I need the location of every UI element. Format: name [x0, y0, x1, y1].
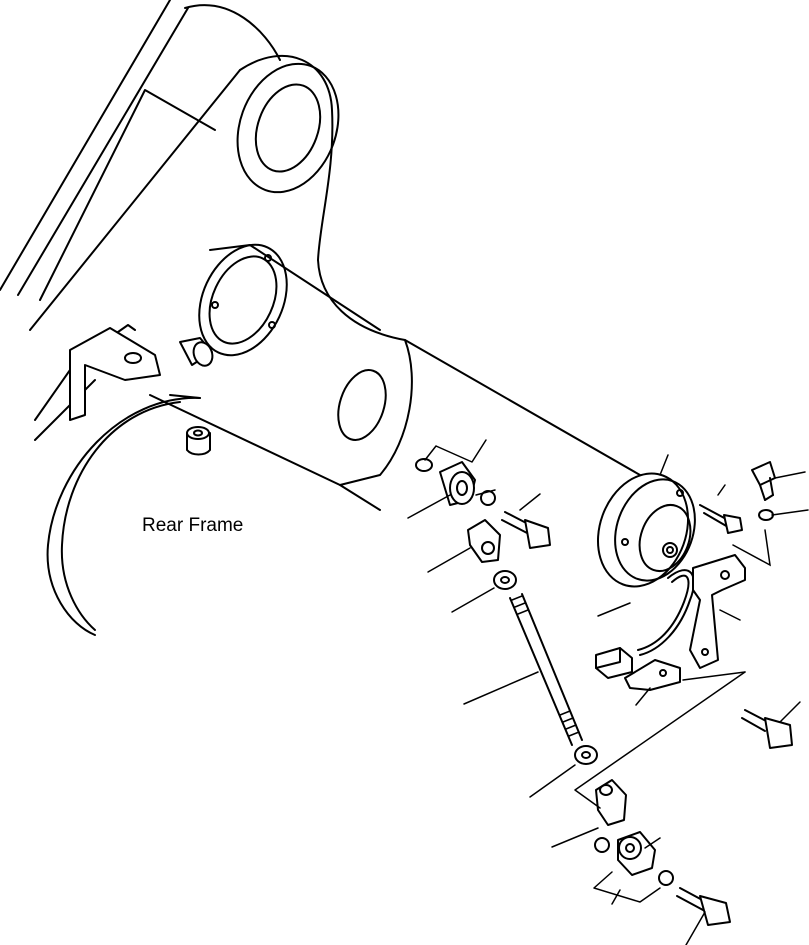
bolt-sensor-mount	[699, 504, 743, 534]
bolt-upper-right	[751, 461, 776, 501]
washer-lower-left	[594, 837, 610, 853]
rear-frame-outline	[0, 0, 641, 511]
bushing-center	[439, 461, 476, 506]
pin-flange-plate	[198, 243, 288, 357]
leader-lines	[407, 439, 809, 945]
sensor-bracket	[689, 554, 746, 669]
washer-lower-right	[658, 870, 674, 886]
threaded-rod	[509, 593, 583, 746]
mounting-bracket-left	[69, 324, 161, 421]
stopper-pin	[179, 337, 214, 367]
sensor-cable	[637, 569, 695, 656]
washer-center	[480, 490, 496, 506]
nut-lower	[574, 745, 598, 765]
rear-frame-label: Rear Frame	[142, 515, 243, 536]
washer-top	[415, 458, 433, 472]
nut-upper	[493, 570, 517, 590]
small-bushing	[186, 426, 211, 456]
bushing-lower	[617, 831, 656, 876]
upper-pivot-boss	[236, 62, 340, 194]
cable-connector	[595, 647, 633, 679]
rod-end-lower	[595, 779, 627, 826]
rod-end-upper	[467, 519, 501, 563]
washer-upper-right	[758, 509, 774, 521]
bolt-center	[501, 511, 551, 549]
bolt-bracket-lower	[741, 709, 793, 749]
rotary-sensor-housing	[596, 472, 696, 588]
bolt-lower	[676, 887, 731, 926]
cable-clamp	[624, 659, 681, 691]
rear-frame-cylinder	[46, 394, 201, 636]
frame-oval-hole	[337, 369, 387, 441]
